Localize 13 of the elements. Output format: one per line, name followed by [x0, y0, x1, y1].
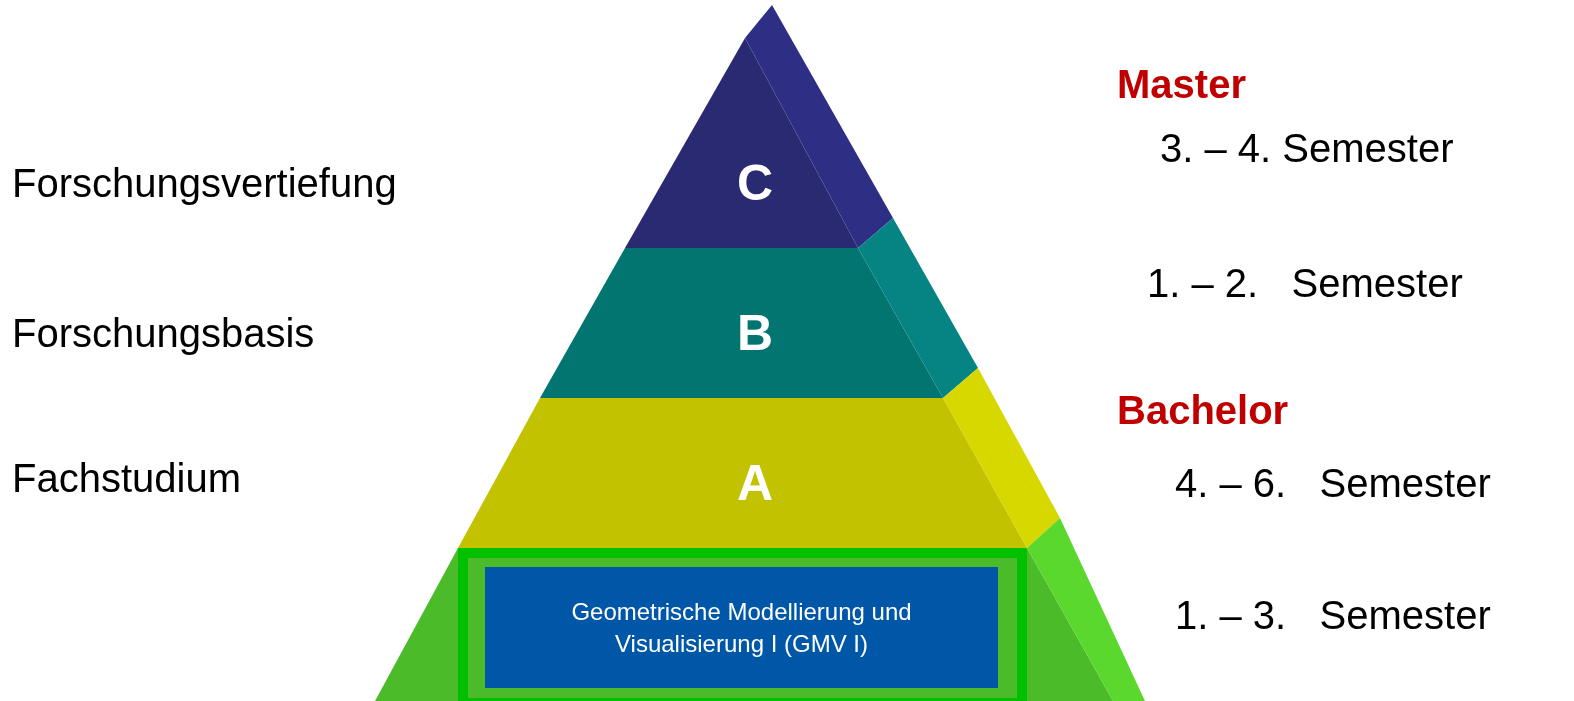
level-label: 1. – 2. Semester: [1147, 263, 1463, 303]
degree-heading: Master: [1117, 64, 1246, 104]
level-label: 1. – 3. Semester: [1175, 595, 1491, 635]
level-label: Forschungsvertiefung: [12, 163, 397, 203]
level-label: 3. – 4. Semester: [1160, 128, 1454, 168]
layer-letter: B: [736, 308, 774, 358]
layer-letter: A: [736, 458, 774, 508]
layer-letter: C: [736, 158, 774, 208]
degree-heading: Bachelor: [1117, 390, 1289, 430]
level-label: Fachstudium: [12, 458, 241, 498]
level-label: Forschungsbasis: [12, 313, 315, 353]
level-label: 4. – 6. Semester: [1175, 463, 1491, 503]
course-box: Geometrische Modellierung und Visualisierung I (GMV I): [485, 567, 998, 688]
